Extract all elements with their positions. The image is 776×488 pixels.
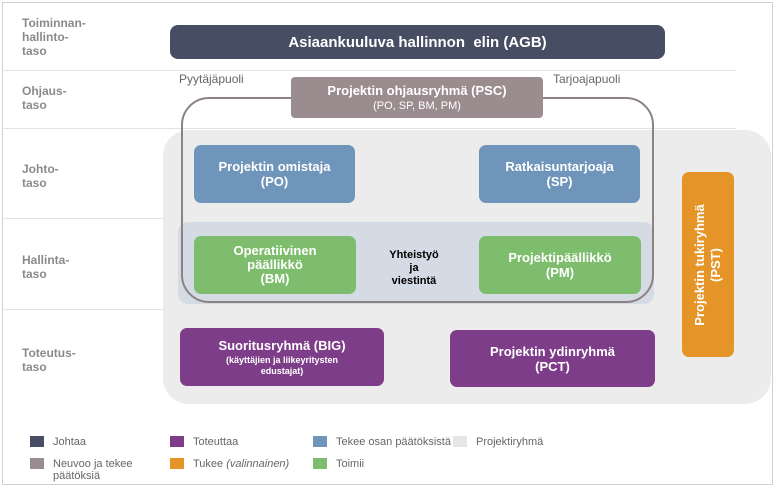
- big-title: Suoritusryhmä (BIG): [218, 337, 346, 353]
- legend-swatch-light: [453, 436, 467, 447]
- requester-side-label: Pyytäjäpuoli: [179, 72, 244, 86]
- psc-title: Projektin ohjausryhmä (PSC): [327, 82, 507, 98]
- legend-swatch-dark: [30, 436, 44, 447]
- project-manager-box: Projektipäällikkö (PM): [479, 236, 641, 294]
- legend-support: Tukee (valinnainen): [170, 458, 289, 470]
- legend-optional-text: (valinnainen): [226, 458, 290, 470]
- legend-operate-label: Toimii: [336, 458, 365, 470]
- business-manager-box: Operatiivinen päällikkö (BM): [194, 236, 356, 294]
- project-owner-box: Projektin omistaja (PO): [194, 145, 355, 203]
- level-label-governance: Toiminnan- hallinto- taso: [22, 16, 86, 58]
- solution-provider-label: Ratkaisuntarjoaja (SP): [505, 159, 614, 189]
- project-owner-label: Projektin omistaja (PO): [218, 159, 331, 189]
- legend-swatch-orange: [170, 458, 184, 469]
- agb-label: Asiaankuuluva hallinnon elin (AGB): [288, 33, 547, 51]
- legend-implement-label: Toteuttaa: [193, 436, 239, 448]
- legend-operate: Toimii: [313, 458, 364, 470]
- legend-swatch-mauve: [30, 458, 44, 469]
- big-subtitle: (käyttäjien ja liikeyritysten edustajat): [225, 354, 339, 376]
- legend-advise: Neuvoo ja tekee päätöksiä: [30, 458, 133, 482]
- level-divider: [4, 128, 736, 129]
- legend-lead: Johtaa: [30, 436, 86, 448]
- cooperation-label: Yhteistyö ja viestintä: [389, 249, 439, 287]
- level-label-execution: Toteutus- taso: [22, 346, 76, 374]
- psc-box: Projektin ohjausryhmä (PSC) (PO, SP, BM,…: [291, 77, 543, 118]
- legend-swatch-purple: [170, 436, 184, 447]
- legend-implement: Toteuttaa: [170, 436, 238, 448]
- level-label-management: Johto- taso: [22, 162, 59, 190]
- level-label-steering: Ohjaus- taso: [22, 84, 67, 112]
- project-core-team-label: Projektin ydinryhmä (PCT): [490, 343, 615, 374]
- legend-swatch-green: [313, 458, 327, 469]
- business-implementation-group-box: Suoritusryhmä (BIG) (käyttäjien ja liike…: [180, 328, 384, 386]
- legend-partial-decisions-label: Tekee osan päätöksistä: [336, 436, 451, 448]
- project-support-team-label: Projektin tukiryhmä (PST): [692, 203, 723, 326]
- supplier-side-label: Tarjoajapuoli: [553, 72, 621, 86]
- legend-swatch-blue: [313, 436, 327, 447]
- legend-support-label: Tukee (valinnainen): [193, 458, 289, 470]
- project-manager-label: Projektipäällikkö (PM): [508, 250, 612, 280]
- project-support-team-box: Projektin tukiryhmä (PST): [682, 172, 734, 357]
- legend-lead-label: Johtaa: [53, 436, 87, 448]
- legend-partial-decisions: Tekee osan päätöksistä: [313, 436, 451, 448]
- legend-advise-label: Neuvoo ja tekee päätöksiä: [53, 458, 133, 482]
- solution-provider-box: Ratkaisuntarjoaja (SP): [479, 145, 640, 203]
- legend-support-text: Tukee: [193, 458, 224, 470]
- project-core-team-box: Projektin ydinryhmä (PCT): [450, 330, 655, 387]
- legend-project-group-label: Projektiryhmä: [476, 436, 544, 448]
- legend-project-group: Projektiryhmä: [453, 436, 543, 448]
- agb-box: Asiaankuuluva hallinnon elin (AGB): [170, 25, 665, 59]
- level-divider: [4, 70, 736, 71]
- business-manager-label: Operatiivinen päällikkö (BM): [233, 243, 317, 286]
- psc-subtitle: (PO, SP, BM, PM): [373, 99, 461, 112]
- level-label-administration: Hallinta- taso: [22, 253, 70, 281]
